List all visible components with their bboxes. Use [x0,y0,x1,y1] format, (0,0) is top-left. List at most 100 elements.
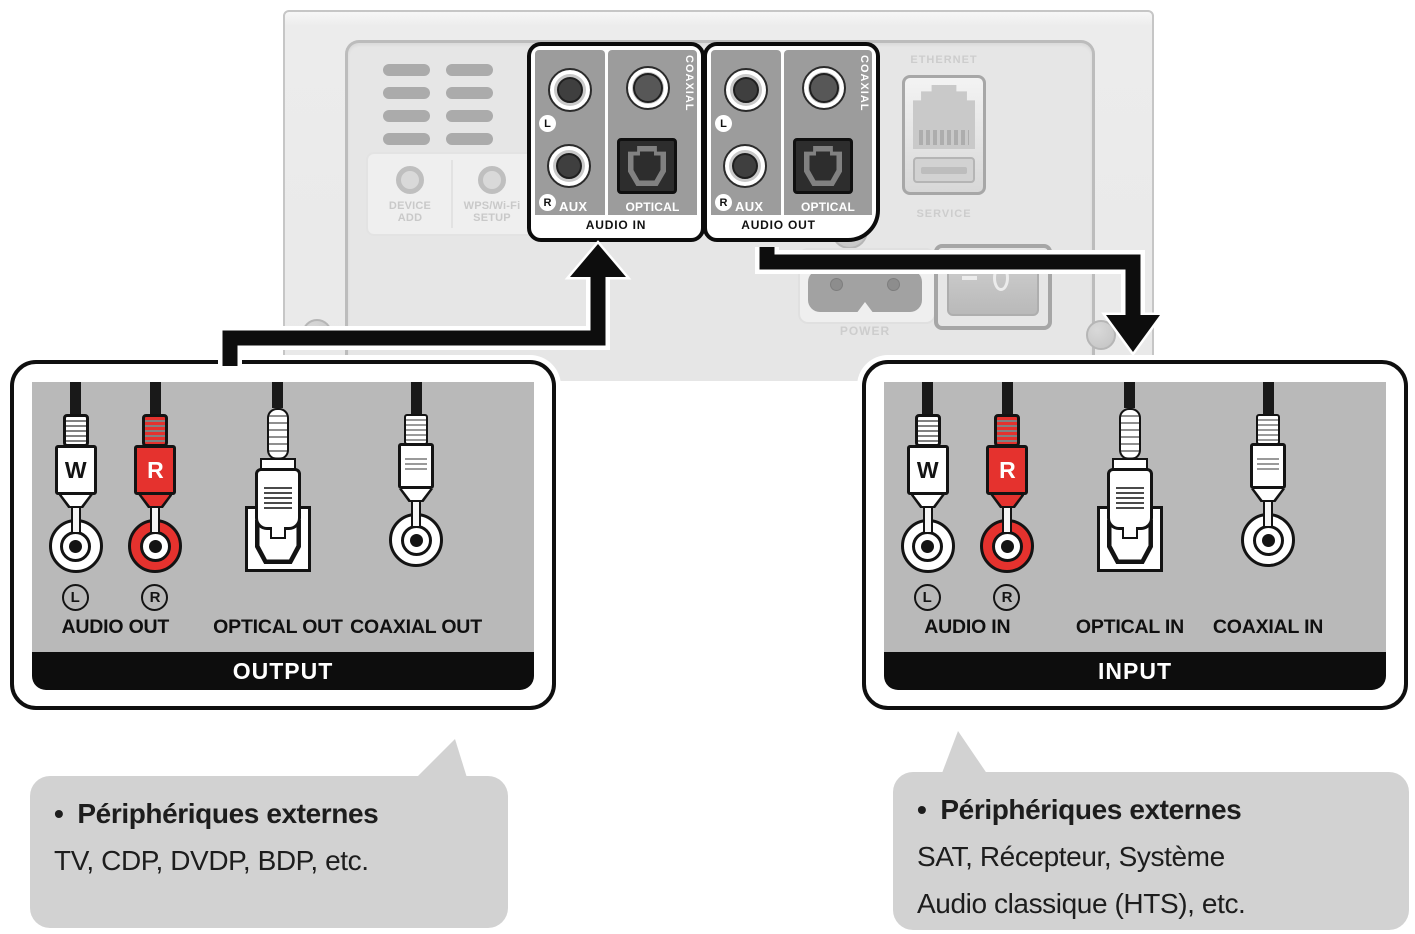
vent-slot [383,110,430,122]
white-rca-plug: W [31,382,121,573]
coaxial-in-label: COAXIAL IN [1212,616,1324,638]
optical-plug [233,382,323,572]
plug-taper-icon [58,495,93,508]
ethernet-label: ETHERNET [910,54,978,66]
plug-neck-icon [914,414,941,447]
wps-setup-button [478,166,506,194]
plug-pin-icon [922,508,933,534]
plug-pin-icon [70,508,81,534]
vent-slot [446,110,493,122]
left-bubble-tail-icon [413,739,468,781]
ac-power-inlet [808,270,922,312]
aux-label: AUX [559,199,588,214]
input-callout-box: W R [862,360,1408,710]
right-channel-badge: R [993,584,1021,611]
power-off-symbol-icon [993,265,1009,291]
power-rocker [947,256,1039,316]
optical-in-label: OPTICAL IN [1075,616,1185,638]
screw [887,278,900,291]
service-slot-icon [913,157,975,183]
power-switch [934,244,1052,330]
input-plugs-panel: W R [884,382,1386,652]
service-label: SERVICE [916,208,972,220]
left-channel-badge: L [715,115,732,132]
audio-in-strip: AUDIO IN [535,215,697,234]
plug-taper-icon [399,489,434,502]
plug-taper-icon [910,495,945,508]
plug-body: W [906,445,949,495]
cable-icon [1001,382,1013,414]
screw [1086,320,1116,350]
right-channel-badge: R [141,584,169,611]
divider [451,160,453,228]
rca-socket-left-icon [548,68,592,112]
optical-out-label: OPTICAL OUT [213,616,343,638]
vent-slot [446,133,493,145]
digital-in-section: COAXIAL OPTICAL [608,50,697,215]
output-plugs-panel: W R [32,382,534,652]
left-note-title: •Périphériques externes [54,798,379,829]
cable-icon [272,382,284,408]
coaxial-label: COAXIAL [683,55,695,112]
input-bar: INPUT [884,652,1386,690]
aux-out-section: L R AUX [711,50,781,215]
ethernet-port [902,75,986,195]
screw [302,319,332,349]
audio-in-label: AUDIO IN [924,616,1011,638]
white-rca-plug: W [883,382,973,573]
rca-socket-right-icon [723,144,767,188]
ribbed-cable-icon [1118,408,1141,460]
coaxial-out-label: COAXIAL OUT [350,616,482,638]
audio-out-jack-block: L R AUX COAXIAL OPTICAL AUDIO OUT [703,42,880,242]
aux-in-section: L R AUX [535,50,605,215]
plug-body: W [54,445,97,495]
output-callout-box: W R [10,360,556,710]
optical-plug [1085,382,1175,572]
plug-taper-icon [1251,489,1286,502]
right-note-line: SAT, Récepteur, Système [917,841,1225,872]
cable-icon [1124,382,1136,408]
audio-out-strip: AUDIO OUT [711,215,846,234]
plug-body: R [986,445,1029,495]
coaxial-plug-body-icon [1250,443,1287,489]
optical-socket-icon [617,138,677,194]
plug-pin-icon [411,502,422,528]
right-note-bubble: •Périphériques externes SAT, Récepteur, … [893,772,1409,930]
output-bar: OUTPUT [32,652,534,690]
rca-socket-right-icon [547,144,591,188]
right-channel-badge: R [715,194,732,211]
red-rca-plug: R [962,382,1052,573]
optical-socket-icon [793,138,853,194]
audio-in-jack-block: L R AUX COAXIAL OPTICAL AUDIO IN [527,42,705,242]
plug-taper-icon [990,495,1025,508]
coaxial-socket-icon [802,66,846,110]
right-note-title: •Périphériques externes [917,794,1242,825]
aux-label: AUX [735,199,764,214]
plug-neck-icon [404,414,429,445]
coaxial-plug-body-icon [398,443,435,489]
plug-pin-icon [1002,508,1013,534]
vent-slot [383,133,430,145]
coaxial-plug [1223,382,1313,567]
rj45-pins-icon [919,130,969,145]
ventilation-slots [383,64,493,145]
right-note-line: Audio classique (HTS), etc. [917,888,1246,919]
power-label: POWER [839,324,891,338]
rj45-jack-icon [913,85,975,149]
left-note-bubble: •Périphériques externes TV, CDP, DVDP, B… [30,776,508,928]
plug-taper-icon [138,495,173,508]
optical-label: OPTICAL [625,200,680,214]
ribbed-cable-icon [266,408,289,460]
left-note-line: TV, CDP, DVDP, BDP, etc. [54,845,369,876]
left-channel-badge: L [539,115,556,132]
screw [830,278,843,291]
plug-pin-icon [150,508,161,534]
bullet-icon: • [917,794,927,825]
coaxial-socket-icon [626,66,670,110]
power-on-symbol-icon [962,276,977,280]
